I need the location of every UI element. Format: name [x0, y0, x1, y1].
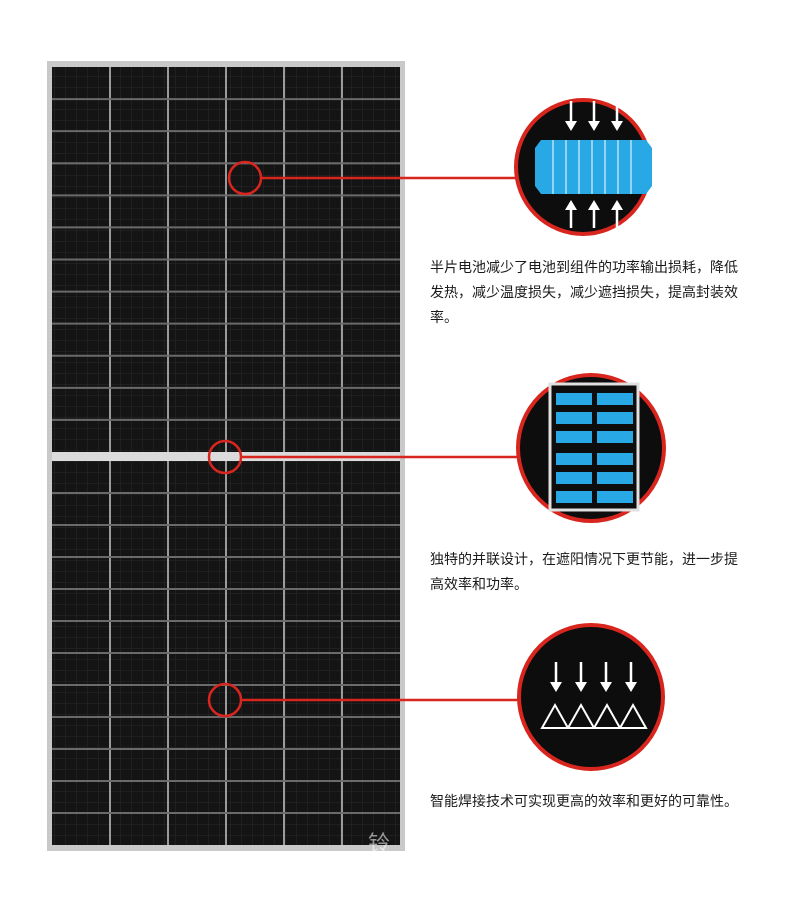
feature-text-3: 智能焊接技术可实现更高的效率和更好的可靠性。: [430, 794, 738, 810]
half-cell-icon: [514, 98, 652, 236]
parallel-cell: [597, 472, 633, 484]
feature-text-1: 半片电池减少了电池到组件的功率输出损耗，降低发热，减少温度损失，减少遮挡损失，提…: [430, 260, 738, 326]
parallel-cell: [556, 453, 592, 465]
panel-center-divider: [52, 452, 400, 461]
parallel-cell: [556, 472, 592, 484]
parallel-cell: [556, 431, 592, 443]
parallel-cell: [597, 412, 633, 424]
parallel-cell: [556, 412, 592, 424]
parallel-cell: [597, 393, 633, 405]
parallel-design-icon: [516, 373, 666, 523]
smart-welding-icon: [517, 623, 665, 771]
watermark-text: 铃: [368, 832, 391, 857]
parallel-cell: [597, 491, 633, 503]
parallel-cell: [556, 393, 592, 405]
parallel-cell: [597, 431, 633, 443]
feature-text-2: 独特的并联设计，在遮阳情况下更节能，进一步提高效率和功率。: [430, 552, 738, 593]
connectors: [207, 160, 520, 718]
parallel-cell: [556, 491, 592, 503]
parallel-cell: [597, 453, 633, 465]
